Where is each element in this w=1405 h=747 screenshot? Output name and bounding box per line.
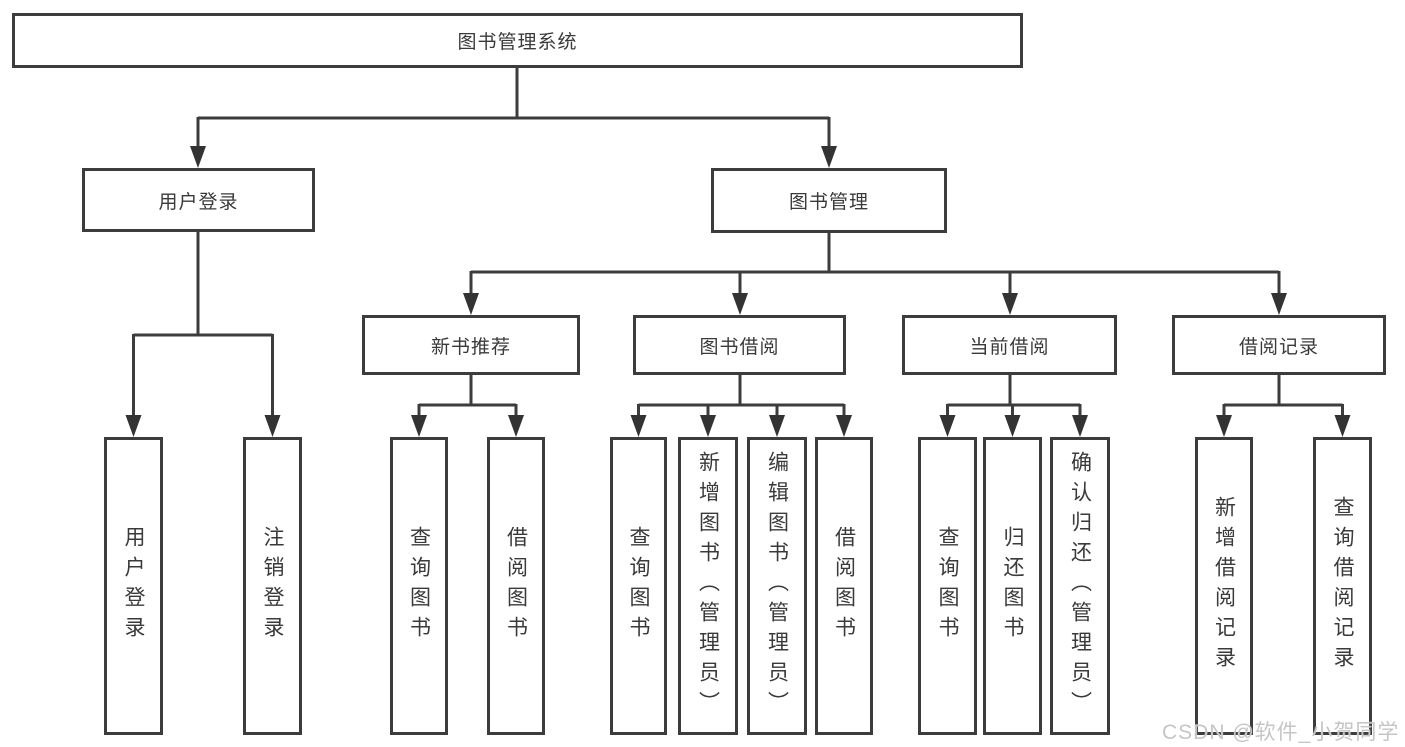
- node-user-login: 用户登录: [82, 168, 315, 232]
- node-label: 图书管理: [788, 192, 869, 213]
- leaf-borrow-books: 借阅图书: [815, 437, 873, 735]
- arrow-down-icon: [769, 415, 785, 437]
- leaf-query-books: 查询图书: [918, 437, 977, 735]
- node-current-borrowing: 当前借阅: [902, 315, 1117, 375]
- arrow-down-icon: [630, 415, 647, 437]
- leaf-query-books: 查询图书: [390, 437, 448, 735]
- leaf-add-borrow-record: 新增借阅记录: [1195, 437, 1253, 735]
- leaf-label: 查询图书: [407, 526, 431, 646]
- arrow-down-icon: [700, 415, 716, 437]
- leaf-add-book-admin: 新增图书（管理员）: [678, 437, 738, 735]
- node-library-management-system: 图书管理系统: [12, 13, 1023, 68]
- leaf-logout-login: 注销登录: [243, 437, 302, 735]
- leaf-user-login: 用户登录: [104, 437, 163, 735]
- node-borrowing-records: 借阅记录: [1172, 315, 1386, 375]
- leaf-label: 查询借阅记录: [1331, 496, 1354, 676]
- node-label: 用户登录: [158, 191, 239, 213]
- node-label: 借阅记录: [1238, 336, 1319, 358]
- connector-new-book-to-leaves: [411, 375, 524, 437]
- leaf-label: 查询图书: [627, 526, 650, 646]
- connector-borrowing-records-to-leaves: [1216, 375, 1351, 437]
- leaf-query-books: 查询图书: [610, 437, 667, 735]
- node-label: 当前借阅: [969, 336, 1050, 358]
- leaf-label: 注销登录: [261, 526, 284, 646]
- leaf-label: 借阅图书: [832, 526, 856, 646]
- arrow-down-icon: [463, 293, 479, 315]
- leaf-label: 借阅图书: [504, 526, 528, 646]
- arrow-down-icon: [732, 293, 748, 315]
- leaf-edit-book-admin: 编辑图书（管理员）: [747, 437, 807, 735]
- arrow-down-icon: [1072, 415, 1088, 437]
- node-label: 图书管理系统: [457, 32, 578, 53]
- node-new-book-recommendation: 新书推荐: [362, 315, 580, 375]
- leaf-borrow-books: 借阅图书: [487, 437, 545, 735]
- arrow-down-icon: [264, 415, 281, 437]
- arrow-down-icon: [939, 415, 956, 437]
- arrow-down-icon: [836, 415, 852, 437]
- arrow-down-icon: [411, 415, 427, 437]
- connector-book-borrowing-to-leaves: [630, 375, 852, 437]
- connector-current-borrowing-to-leaves: [939, 375, 1088, 437]
- node-book-management: 图书管理: [711, 168, 947, 233]
- leaf-label: 新增借阅记录: [1212, 496, 1236, 676]
- leaf-return-books: 归还图书: [983, 437, 1042, 735]
- arrow-down-icon: [1216, 415, 1232, 437]
- node-book-borrowing: 图书借阅: [633, 315, 846, 375]
- arrow-down-icon: [1004, 415, 1021, 437]
- leaf-label: 用户登录: [122, 526, 145, 646]
- arrow-down-icon: [508, 415, 524, 437]
- connector-user-login-to-leaves: [125, 232, 281, 437]
- arrow-down-icon: [1334, 415, 1351, 437]
- arrow-down-icon: [190, 146, 206, 168]
- leaf-label: 新增图书（管理员）: [696, 451, 720, 721]
- watermark: CSDN @软件_小贺同学: [1162, 721, 1400, 744]
- connector-book-management-to-level3: [463, 233, 1287, 315]
- arrow-down-icon: [1002, 293, 1018, 315]
- leaf-label: 编辑图书（管理员）: [765, 451, 789, 721]
- arrow-down-icon: [125, 415, 142, 437]
- leaf-query-borrow-record: 查询借阅记录: [1313, 437, 1372, 735]
- arrow-down-icon: [821, 146, 837, 168]
- connector-root-to-level2: [190, 68, 837, 168]
- node-label: 图书借阅: [699, 336, 780, 358]
- leaf-label: 确认归还（管理员）: [1068, 451, 1092, 721]
- arrow-down-icon: [1271, 293, 1287, 315]
- node-label: 新书推荐: [430, 336, 511, 358]
- leaf-label: 归还图书: [1001, 526, 1024, 646]
- leaf-confirm-return-admin: 确认归还（管理员）: [1050, 437, 1110, 735]
- leaf-label: 查询图书: [936, 526, 959, 646]
